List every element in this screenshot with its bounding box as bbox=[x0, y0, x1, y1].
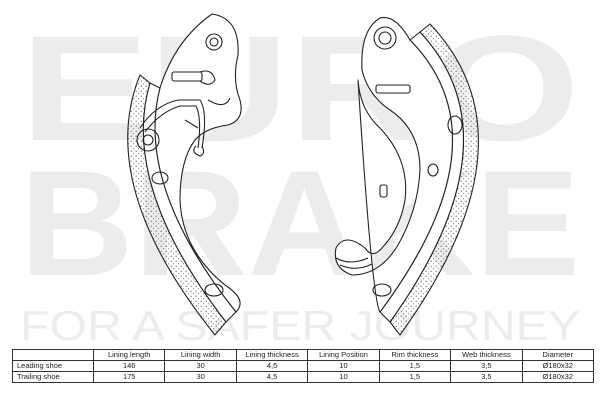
leading-shoe-anchor-hole bbox=[205, 33, 223, 51]
specs-header-rim-thickness: Rim thickness bbox=[378, 349, 452, 361]
table-cell: 30 bbox=[164, 371, 237, 383]
trailing-shoe-hole-upper bbox=[447, 115, 463, 135]
brake-shoe-drawing bbox=[127, 13, 479, 336]
row-label-trailing-shoe: Trailing shoe bbox=[12, 371, 94, 383]
table-cell: 3,5 bbox=[450, 371, 523, 383]
table-cell: 30 bbox=[164, 360, 237, 372]
leading-shoe bbox=[127, 13, 242, 336]
table-cell: 175 bbox=[92, 371, 166, 383]
table-cell: 4,5 bbox=[235, 371, 309, 383]
specs-header-row: Lining length Lining width Lining thickn… bbox=[12, 349, 595, 361]
trailing-shoe-web bbox=[334, 16, 454, 313]
retaining-spring bbox=[136, 99, 206, 157]
table-cell: 1,5 bbox=[378, 360, 452, 372]
specs-header-diameter: Diameter bbox=[521, 349, 595, 361]
trailing-shoe-anchor-hole bbox=[373, 26, 397, 50]
leading-shoe-lower-hole bbox=[151, 171, 169, 185]
table-cell: Ø180x32 bbox=[521, 371, 595, 383]
trailing-shoe bbox=[334, 16, 479, 336]
trailing-shoe-slot bbox=[375, 84, 411, 94]
specs-table: Lining length Lining width Lining thickn… bbox=[12, 349, 595, 383]
leading-shoe-web bbox=[154, 13, 242, 313]
specs-header-lining-length: Lining length bbox=[92, 349, 166, 361]
table-row: Leading shoe 146 30 4,5 10 1,5 3,5 Ø180x… bbox=[12, 360, 595, 372]
table-cell: 10 bbox=[307, 371, 380, 383]
row-label-leading-shoe: Leading shoe bbox=[12, 360, 94, 372]
table-cell: Ø180x32 bbox=[521, 360, 595, 372]
trailing-shoe-hook bbox=[335, 257, 373, 269]
table-cell: 4,5 bbox=[235, 360, 309, 372]
table-cell: 1,5 bbox=[378, 371, 452, 383]
specs-header-lining-position: Lining Position bbox=[307, 349, 380, 361]
table-row: Trailing shoe 175 30 4,5 10 1,5 3,5 Ø180… bbox=[12, 371, 595, 383]
specs-header-lining-width: Lining width bbox=[164, 349, 237, 361]
table-cell: 146 bbox=[92, 360, 166, 372]
table-cell: 10 bbox=[307, 360, 380, 372]
specs-header-web-thickness: Web thickness bbox=[450, 349, 523, 361]
leading-shoe-slot bbox=[171, 71, 203, 82]
specs-header-lining-thickness: Lining thickness bbox=[235, 349, 309, 361]
table-cell: 3,5 bbox=[450, 360, 523, 372]
specs-header-corner bbox=[12, 349, 94, 361]
